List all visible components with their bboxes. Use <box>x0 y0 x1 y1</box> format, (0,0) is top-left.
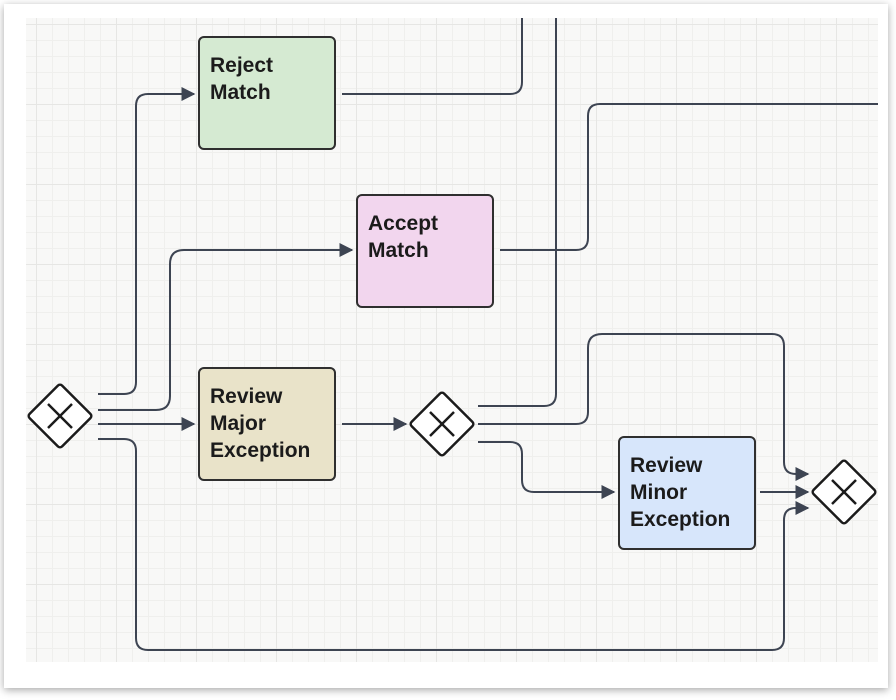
diagram-canvas: Reject Match Accept Match Review Major E… <box>26 18 878 662</box>
task-reject-match[interactable]: Reject Match <box>198 36 336 150</box>
diagram-edges <box>27 18 878 651</box>
edge-accept-match-out <box>500 103 878 251</box>
task-accept-match[interactable]: Accept Match <box>356 194 494 308</box>
edge-gateway2-up <box>478 18 557 407</box>
x-icon <box>429 411 455 437</box>
task-review-minor-exception[interactable]: Review Minor Exception <box>618 436 756 550</box>
start-gateway[interactable] <box>27 383 93 449</box>
edge-gateway1-to-reject-match <box>98 87 196 395</box>
x-icon <box>831 479 857 505</box>
task-review-major-exception[interactable]: Review Major Exception <box>198 367 336 481</box>
x-icon <box>47 403 73 429</box>
diagram-frame: Reject Match Accept Match Review Major E… <box>4 4 888 688</box>
edge-gateway2-to-review-minor <box>478 441 616 499</box>
edge-gateway1-to-accept-match <box>98 243 354 411</box>
edge-reject-match-out <box>342 18 523 95</box>
edge-gateway2-to-end-gateway-top <box>478 333 810 481</box>
end-gateway[interactable] <box>811 459 877 525</box>
edge-gateway1-to-end-gateway <box>98 438 810 651</box>
middle-gateway[interactable] <box>409 391 475 457</box>
